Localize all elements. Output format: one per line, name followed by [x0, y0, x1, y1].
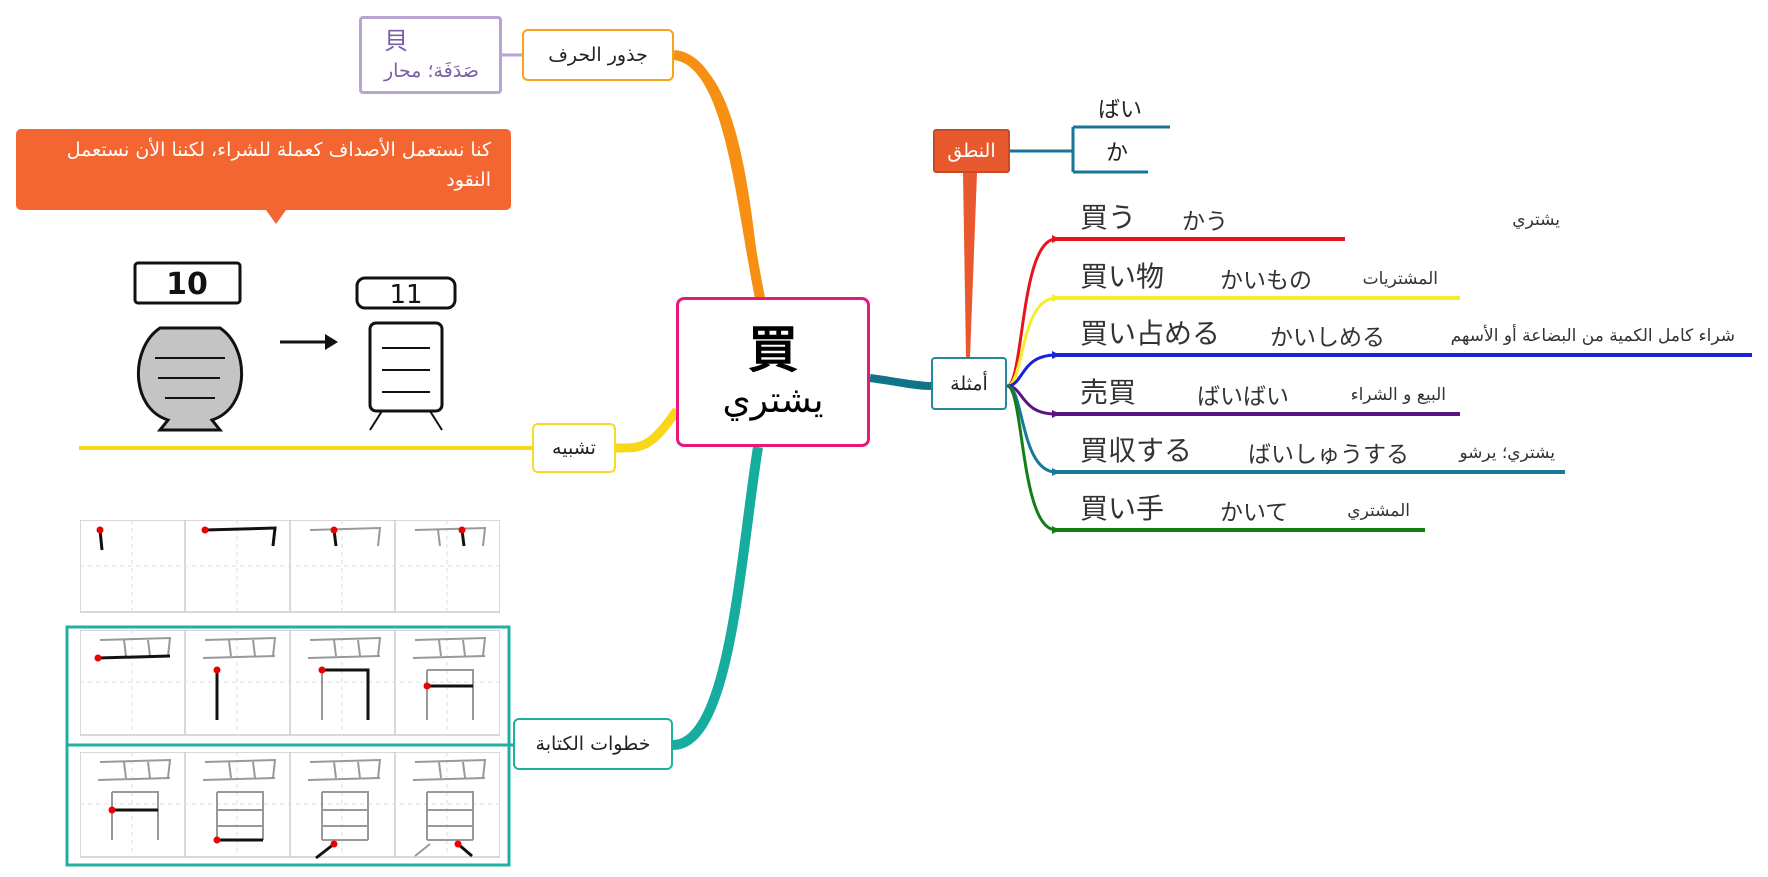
stroke-order-label: خطوات الكتابة — [535, 733, 651, 755]
simile-node[interactable]: تشبيه — [532, 423, 616, 473]
example-branch — [1006, 384, 1057, 532]
example-arrowhead — [1052, 235, 1060, 243]
sign-number-10: 10 — [166, 267, 208, 302]
simile-illustration: 10 11 — [133, 261, 457, 432]
example-reading: かう — [1182, 209, 1228, 235]
example-arrowhead — [1052, 351, 1060, 359]
example-arrowhead — [1052, 526, 1060, 534]
example-reading: ばいしゅうする — [1248, 442, 1409, 468]
pronunciation-node[interactable]: النطق — [933, 129, 1010, 173]
roots-node[interactable]: جذور الحرف — [522, 29, 674, 81]
sign-number-11: 11 — [389, 280, 422, 310]
root-kanji: 貝 — [384, 27, 408, 55]
root-radical-box[interactable]: 貝 صَدَفَة؛ محار — [359, 16, 502, 94]
example-reading: かいもの — [1220, 268, 1312, 294]
example-meaning: المشتريات — [1362, 269, 1438, 289]
examples-node[interactable]: أمثلة — [931, 357, 1007, 410]
callout-tail — [266, 210, 286, 224]
pronunciation-label: النطق — [947, 140, 996, 162]
root-meaning: صَدَفَة؛ محار — [384, 60, 479, 82]
example-word: 買い占める — [1080, 317, 1221, 350]
example-reading: かいしめる — [1270, 325, 1385, 351]
stroke-order-node[interactable]: خطوات الكتابة — [513, 718, 673, 770]
example-word: 売買 — [1080, 376, 1137, 409]
pronunciation-reading-2: か — [1106, 141, 1129, 166]
example-meaning: يشتري؛ يرشو — [1459, 443, 1555, 463]
example-arrowhead — [1052, 294, 1060, 302]
example-arrowhead — [1052, 468, 1060, 476]
central-meaning: يشتري — [722, 380, 824, 421]
example-branch — [1006, 353, 1057, 388]
example-reading: ばいばい — [1197, 384, 1289, 410]
example-word: 買い物 — [1080, 260, 1165, 293]
example-meaning: يشتري — [1512, 210, 1560, 230]
central-kanji: 買 — [748, 321, 798, 379]
example-meaning: البيع و الشراء — [1350, 385, 1446, 405]
stroke-grid-row-2 — [80, 630, 500, 736]
example-word: 買収する — [1080, 434, 1193, 467]
sign-box-10 — [133, 261, 242, 305]
roots-label: جذور الحرف — [548, 44, 648, 66]
example-branch — [1006, 296, 1057, 388]
example-arrowhead — [1052, 410, 1060, 418]
central-node[interactable]: 買 يشتري — [676, 297, 870, 447]
example-word: 買い手 — [1080, 492, 1165, 525]
simile-callout: كنا نستعمل الأصداف كعملة للشراء، لكننا ا… — [16, 129, 511, 210]
examples-label: أمثلة — [950, 372, 988, 395]
stroke-grid-row-1 — [80, 520, 500, 613]
example-meaning: شراء كامل الكمية من البضاعة أو الأسهم — [1450, 326, 1735, 346]
stroke-grid-row-3 — [80, 752, 500, 860]
example-meaning: المشتري — [1347, 501, 1410, 521]
kanji-shell-glyph — [368, 321, 444, 413]
pronunciation-reading-1: ばい — [1098, 98, 1143, 123]
example-word: 買う — [1080, 201, 1137, 234]
sign-box-11 — [355, 276, 457, 310]
simile-label: تشبيه — [552, 437, 596, 459]
example-reading: かいて — [1220, 500, 1289, 526]
